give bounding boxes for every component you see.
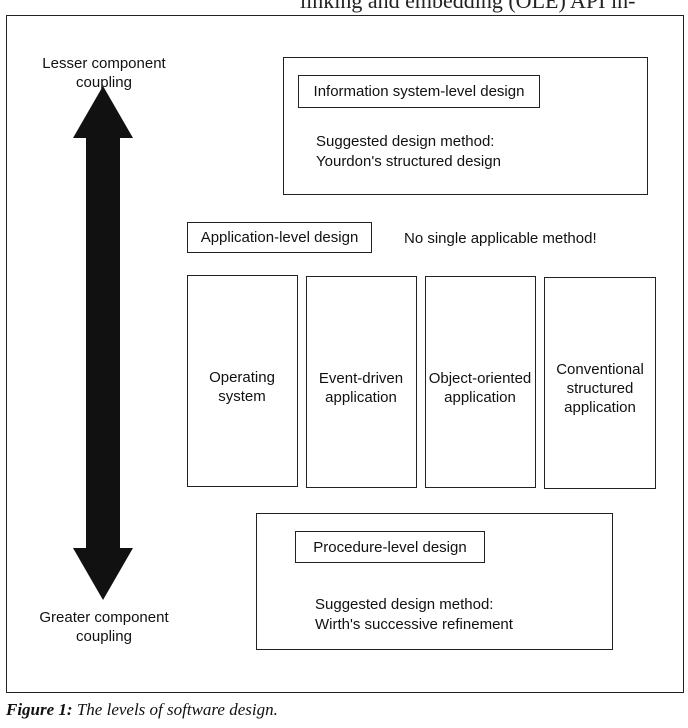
information-method: Yourdon's structured design: [316, 153, 501, 170]
coupling-arrow-icon: [73, 86, 133, 600]
category-event-driven: Event-driven application: [306, 276, 417, 488]
figure-frame: [6, 15, 684, 693]
procedure-level-title: Procedure-level design: [295, 531, 485, 563]
procedure-method: Wirth's successive refinement: [315, 616, 513, 633]
figure-caption: Figure 1: The levels of software design.: [6, 700, 278, 720]
procedure-level-box: Procedure-level design Suggested design …: [256, 513, 613, 650]
lesser-coupling-label: Lesser component coupling: [42, 55, 166, 91]
cut-off-body-text: linking and embedding (OLE) API in-: [300, 0, 636, 13]
caption-text: The levels of software design.: [76, 700, 278, 719]
category-operating-system: Operating system: [187, 275, 298, 487]
application-level-note: No single applicable method!: [404, 230, 597, 247]
information-level-title: Information system-level design: [298, 75, 540, 108]
procedure-method-label: Suggested design method:: [315, 596, 494, 613]
application-level-title: Application-level design: [187, 222, 372, 253]
greater-coupling-label: Greater component coupling: [39, 609, 169, 645]
caption-label: Figure 1:: [6, 700, 73, 719]
category-object-oriented: Object-oriented application: [425, 276, 536, 488]
information-level-box: Information system-level design Suggeste…: [283, 57, 648, 195]
category-conventional-structured: Conventional structured application: [544, 277, 656, 489]
information-method-label: Suggested design method:: [316, 133, 495, 150]
